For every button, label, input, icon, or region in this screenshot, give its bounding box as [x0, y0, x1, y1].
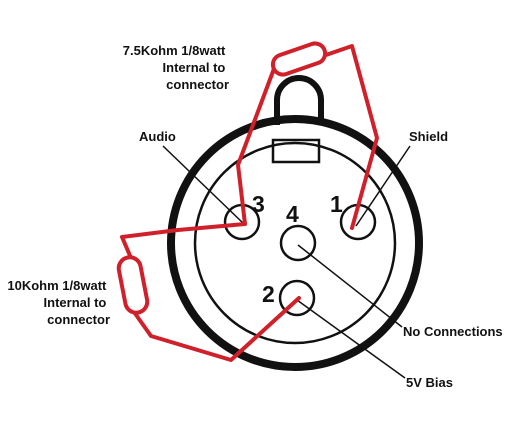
left-resistor-label: 10Kohm 1/8watt Internal to connector [7, 278, 110, 327]
bias-label: 5V Bias [406, 375, 453, 390]
top-resistor [270, 41, 328, 77]
shield-leader-line [355, 145, 411, 227]
pin-4-socket [279, 224, 317, 262]
audio-leader-line [162, 145, 245, 225]
pin-1-number: 1 [330, 191, 343, 217]
pin-4-number: 4 [286, 201, 299, 227]
left-resistor-label-line-1: 10Kohm 1/8watt [7, 278, 107, 293]
no-connections-label: No Connections [403, 324, 503, 339]
top-resistor-label: 7.5Kohm 1/8watt Internal to connector [123, 43, 229, 92]
left-resistor-wire [120, 222, 301, 362]
top-resistor-label-line-3: connector [166, 77, 229, 92]
shield-label: Shield [409, 129, 448, 144]
left-resistor-label-line-2: Internal to [44, 295, 107, 310]
left-resistor-label-line-3: connector [47, 312, 110, 327]
latch-loop [274, 75, 324, 125]
pin-2-socket [278, 279, 316, 317]
no-connections-leader-line [297, 244, 403, 328]
pin-2-number: 2 [262, 281, 275, 307]
left-resistor [116, 255, 150, 315]
bias-leader-line [296, 299, 406, 379]
audio-label: Audio [139, 129, 176, 144]
connector-outer-ring [167, 115, 423, 371]
top-resistor-wire [236, 44, 379, 230]
top-resistor-label-line-2: Internal to [163, 60, 226, 75]
top-resistor-label-line-1: 7.5Kohm 1/8watt [123, 43, 226, 58]
key-slot [271, 138, 321, 164]
pin-3-number: 3 [252, 191, 265, 217]
connector-inner-ring [193, 141, 397, 345]
